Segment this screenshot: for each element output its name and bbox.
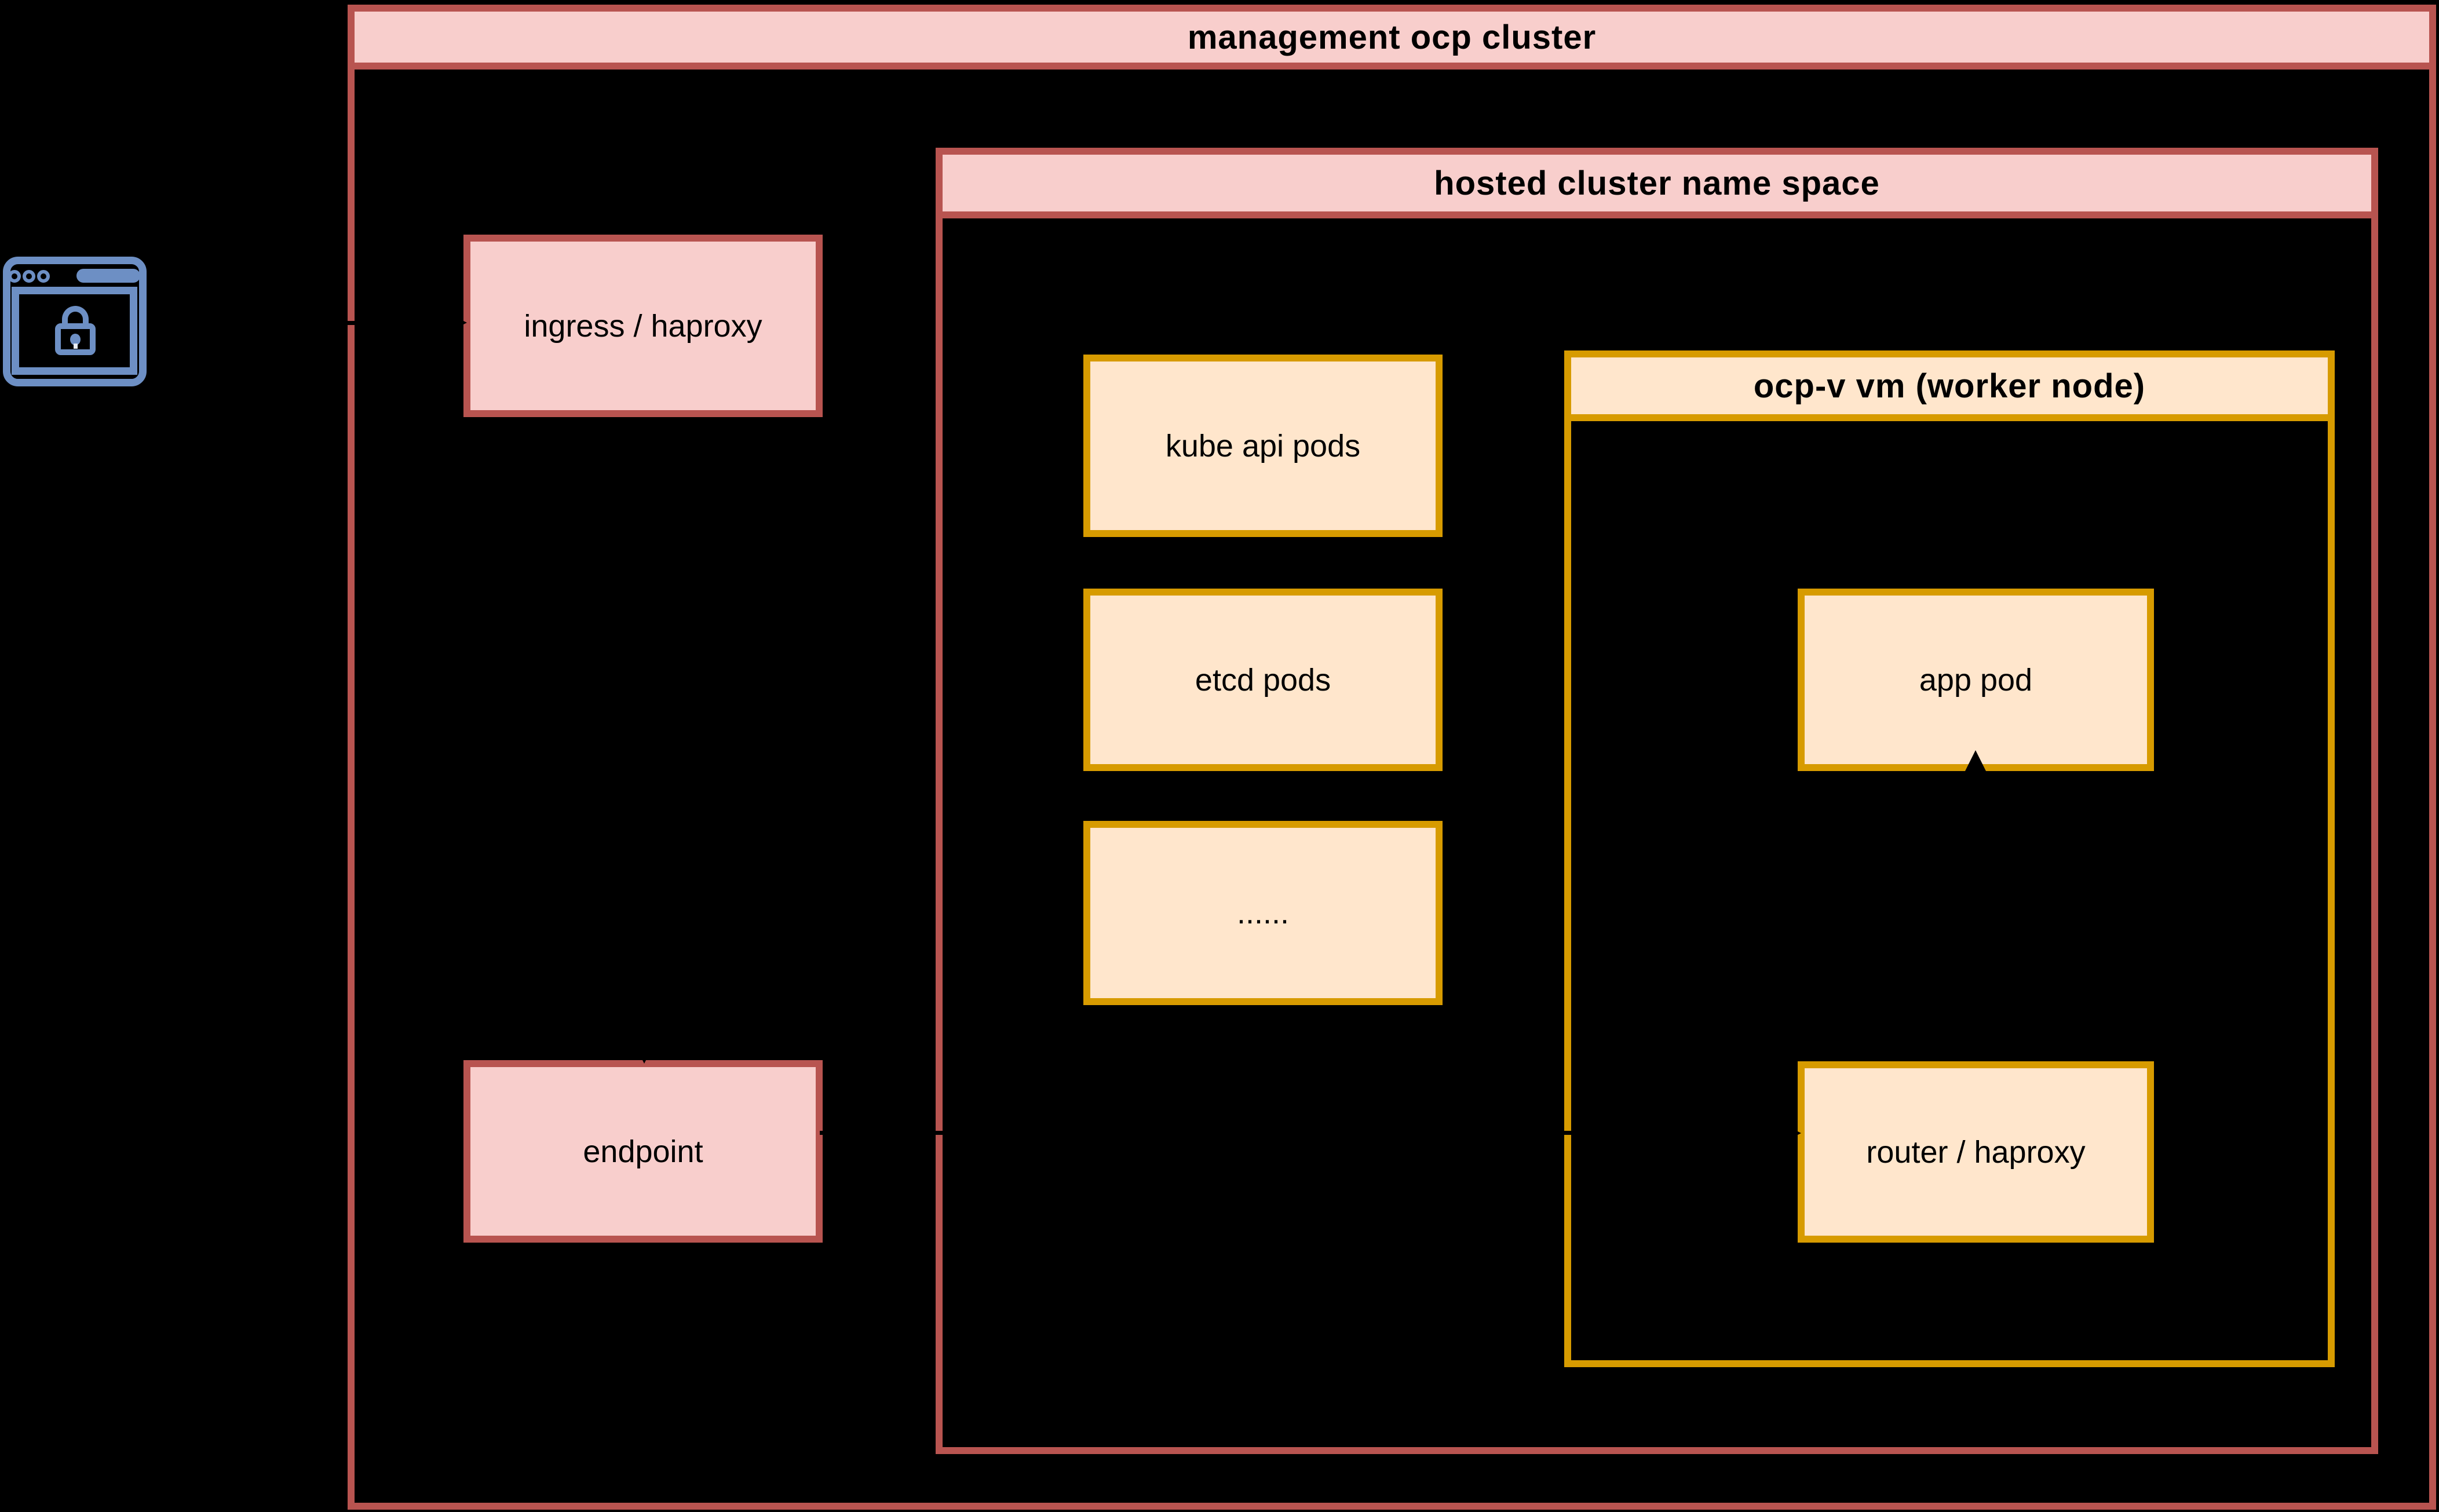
app-pod-label: app pod xyxy=(1919,662,2033,697)
arrowhead-into-ingress-icon xyxy=(445,312,467,334)
router-haproxy-node: router / haproxy xyxy=(1798,1061,2154,1243)
ingress-haproxy-label: ingress / haproxy xyxy=(524,308,762,344)
management-ocp-cluster-header: management ocp cluster xyxy=(348,5,2436,70)
hosted-cluster-namespace-label: hosted cluster name space xyxy=(1434,164,1880,202)
browser-frame xyxy=(3,257,147,386)
lock-icon xyxy=(62,306,89,331)
management-ocp-cluster-container: management ocp cluster xyxy=(348,5,2436,1510)
lock-keyhole-icon xyxy=(74,344,78,349)
app-pod-node: app pod xyxy=(1798,589,2154,771)
ingress-haproxy-node: ingress / haproxy xyxy=(463,235,823,417)
ocpv-vm-worker-node-label: ocp-v vm (worker node) xyxy=(1753,367,2146,405)
hosted-cluster-namespace-container: hosted cluster name space xyxy=(936,148,2378,1454)
arrowhead-into-endpoint-icon xyxy=(633,1042,655,1064)
edge-endpoint-to-router xyxy=(820,1131,1781,1135)
secure-browser-icon xyxy=(3,257,147,386)
browser-dot-icon xyxy=(8,270,21,283)
browser-dot-icon xyxy=(23,270,35,283)
browser-viewport xyxy=(12,287,137,375)
edge-router-to-app-pod xyxy=(1973,771,1977,1061)
arrowhead-into-router-icon xyxy=(1779,1122,1801,1144)
lock-icon xyxy=(55,323,96,355)
hosted-cluster-namespace-header: hosted cluster name space xyxy=(936,148,2378,218)
edge-ingress-to-endpoint xyxy=(642,417,647,1043)
more-pods-label: ...... xyxy=(1236,896,1290,930)
edge-browser-to-ingress xyxy=(147,321,446,325)
kube-api-pods-label: kube api pods xyxy=(1165,428,1361,463)
lock-keyhole-icon xyxy=(70,334,81,345)
more-pods-node: ...... xyxy=(1083,821,1443,1005)
browser-addressbar-icon xyxy=(76,269,140,283)
endpoint-label: endpoint xyxy=(583,1134,703,1169)
management-ocp-cluster-label: management ocp cluster xyxy=(1187,18,1597,56)
arrowhead-into-app-pod-icon xyxy=(1965,750,1987,772)
ocpv-vm-worker-node-header: ocp-v vm (worker node) xyxy=(1564,350,2335,421)
etcd-pods-node: etcd pods xyxy=(1083,589,1443,771)
endpoint-node: endpoint xyxy=(463,1060,823,1243)
browser-dot-icon xyxy=(37,270,50,283)
ocpv-vm-worker-node-container: ocp-v vm (worker node) xyxy=(1564,350,2335,1367)
kube-api-pods-node: kube api pods xyxy=(1083,355,1443,537)
etcd-pods-label: etcd pods xyxy=(1195,662,1331,697)
router-haproxy-label: router / haproxy xyxy=(1866,1134,2086,1170)
